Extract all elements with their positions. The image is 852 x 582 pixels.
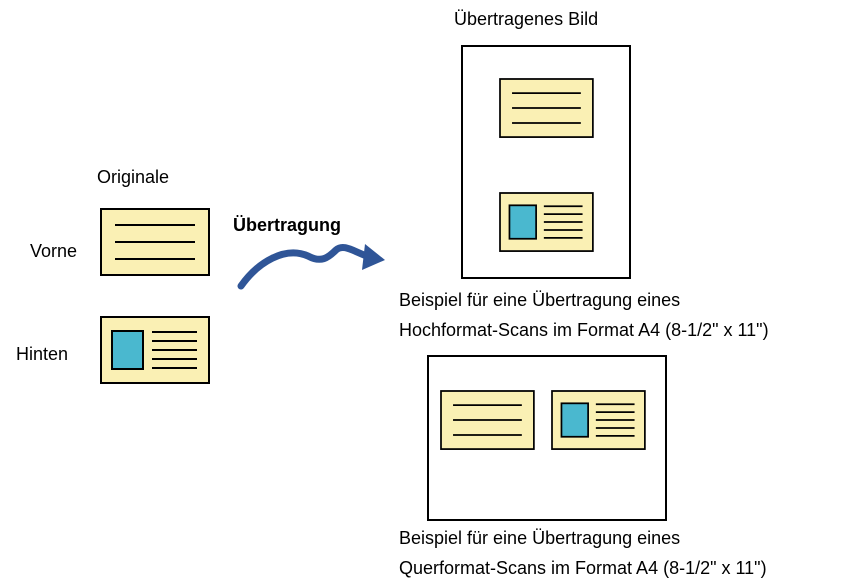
original-front-card [100,208,210,276]
portrait-result-page [461,45,631,279]
original-back-card [100,316,210,384]
transfer-label: Übertragung [233,215,341,235]
result-heading: Übertragenes Bild [454,9,599,29]
portrait-caption-line2: Hochformat-Scans im Format A4 (8-1/2" x … [399,320,769,340]
portrait-caption-line1: Beispiel für eine Übertragung eines [399,290,681,310]
landscape-caption-line1: Beispiel für eine Übertragung eines [399,528,681,548]
originals-heading: Originale [97,167,170,187]
back-label: Hinten [16,344,69,364]
landscape-result-page [427,355,667,521]
landscape-caption-line2: Querformat-Scans im Format A4 (8-1/2" x … [399,558,767,578]
front-label: Vorne [30,241,78,261]
transfer-arrow-icon [237,243,385,290]
